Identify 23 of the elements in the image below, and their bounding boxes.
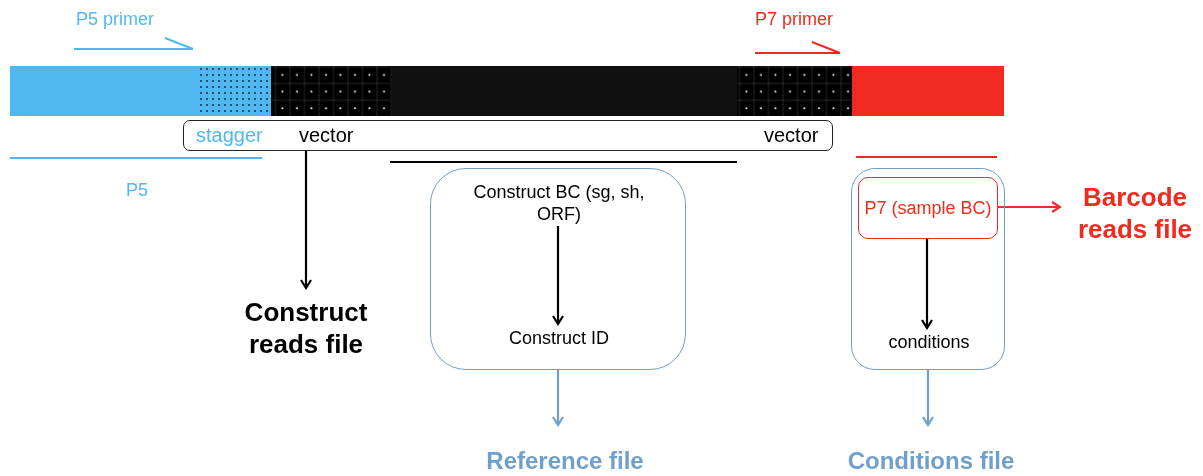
arrow <box>921 370 935 427</box>
region-label: stagger <box>196 123 263 147</box>
output-file-label: Reference file <box>486 445 644 476</box>
box-text: Construct ID <box>509 326 609 350</box>
primer-label: P5 primer <box>76 9 155 30</box>
region-label: P5 <box>126 180 149 201</box>
arrow <box>299 151 313 290</box>
box-text: conditions <box>888 330 970 354</box>
region-label: vector <box>764 123 819 147</box>
primer-label: P7 primer <box>755 9 834 30</box>
arrow <box>551 226 565 326</box>
region-label: vector <box>299 123 354 147</box>
output-file-label: Conditions file <box>847 445 1015 476</box>
vector-region-box <box>183 120 833 151</box>
rounded-box <box>851 168 1005 370</box>
box-text: Construct BC (sg, sh, ORF) <box>472 180 646 226</box>
output-file-label: Construct reads file <box>243 295 369 361</box>
arrow <box>920 238 934 330</box>
rounded-box <box>430 168 686 370</box>
arrow <box>997 200 1062 214</box>
arrow <box>551 370 565 427</box>
barcode-box: P7 (sample BC) <box>858 177 998 239</box>
output-file-label: Barcode reads file <box>1076 180 1194 246</box>
